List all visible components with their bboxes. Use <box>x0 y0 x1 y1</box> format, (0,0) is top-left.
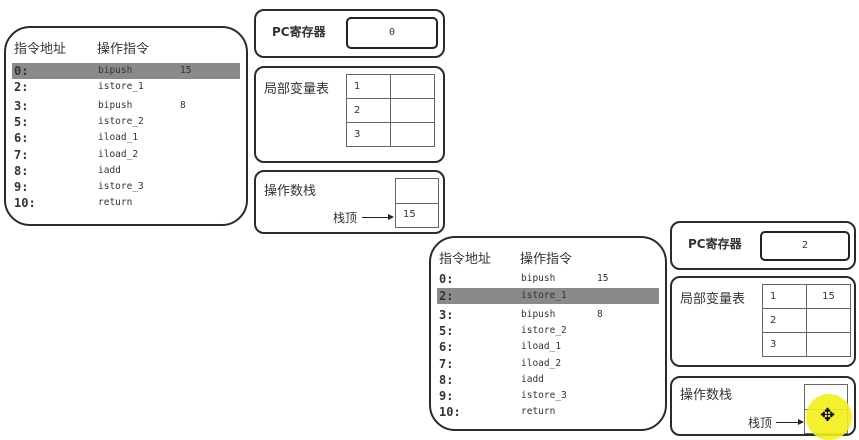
move-cursor-icon: ✥ <box>820 405 836 426</box>
pc-register-panel-frame2: PC寄存器 2 <box>670 221 856 270</box>
code-row: 9:istore_3 <box>14 180 144 194</box>
operand-stack-panel-frame1: 操作数栈 15 栈顶 <box>254 170 445 234</box>
pc-register-value: 2 <box>760 231 850 261</box>
code-row: 9:istore_3 <box>439 389 567 403</box>
local-vars-table: 1 2 3 <box>346 74 435 147</box>
local-vars-panel-frame1: 局部变量表 1 2 3 <box>254 66 445 163</box>
code-row: 8:iadd <box>439 373 544 387</box>
local-vars-label: 局部变量表 <box>264 82 330 97</box>
header-instruction: 操作指令 <box>520 252 573 267</box>
local-vars-label: 局部变量表 <box>680 292 746 307</box>
code-row: 2:istore_1 <box>437 288 659 304</box>
operand-stack-label: 操作数栈 <box>680 388 733 403</box>
pc-register-panel-frame1: PC寄存器 0 <box>254 9 445 58</box>
header-address: 指令地址 <box>439 252 492 267</box>
stack-top-arrow <box>776 419 804 425</box>
operand-stack-label: 操作数栈 <box>264 184 317 199</box>
code-row: 10:return <box>439 405 556 419</box>
code-row: 5:istore_2 <box>14 115 144 129</box>
code-row: 6:iload_1 <box>439 340 562 354</box>
pc-register-label: PC寄存器 <box>272 25 326 39</box>
cursor-highlight <box>806 394 852 440</box>
code-row: 10:return <box>14 196 133 210</box>
code-row: 7:iload_2 <box>14 148 139 162</box>
code-row: 7:iload_2 <box>439 357 562 371</box>
operand-stack: 15 <box>395 178 439 228</box>
code-row: 5:istore_2 <box>439 324 567 338</box>
header-instruction: 操作指令 <box>97 42 150 57</box>
stack-top-label: 栈顶 <box>748 416 773 430</box>
header-address: 指令地址 <box>14 42 67 57</box>
pc-register-value: 0 <box>346 17 438 49</box>
pc-register-label: PC寄存器 <box>688 237 742 251</box>
code-row: 2:istore_1 <box>14 80 144 94</box>
stack-top-label: 栈顶 <box>333 211 358 225</box>
code-row: 8:iadd <box>14 164 121 178</box>
code-row: 6:iload_1 <box>14 131 139 145</box>
stack-top-arrow <box>362 214 394 220</box>
